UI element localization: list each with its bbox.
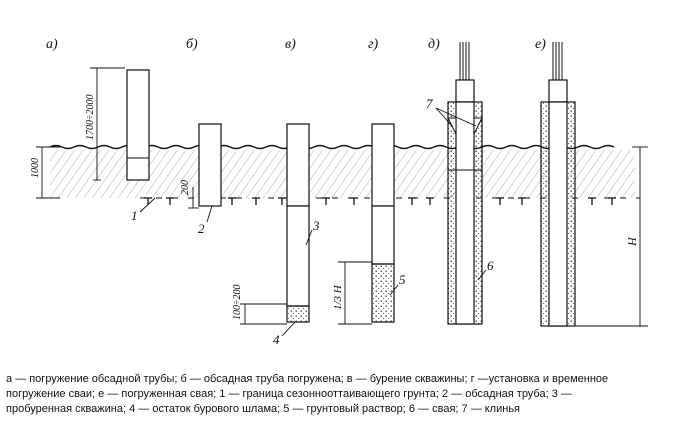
callout-2: 2: [198, 221, 205, 236]
dim-label-h: H: [625, 236, 639, 247]
callout-7: 7: [426, 96, 433, 111]
caption-line-2: погружение сваи; е — погруженная свая; 1…: [6, 388, 572, 400]
wedge-right: [473, 117, 483, 135]
panel-label-b: б): [186, 37, 198, 52]
panel-label-d: г): [368, 37, 378, 52]
callout-5: 5: [399, 272, 406, 287]
panel-f-installed-pile: [540, 42, 576, 327]
panel-label-e: д): [428, 37, 440, 52]
panel-label-f: е): [535, 37, 546, 52]
panel-a-casing-pipe: [126, 69, 150, 181]
callout-leaders: [139, 107, 487, 337]
dim-label-1000: 1000: [30, 158, 41, 178]
soil-mortar-fill: [371, 263, 395, 323]
dim-label-200: 200: [180, 180, 191, 195]
callout-4: 4: [273, 332, 280, 347]
caption-line-1: а — погружение обсадной трубы; б — обсад…: [6, 373, 609, 385]
pile-installation-diagram: а) б) в) г) д) е) 1700÷2000 1000 200 100…: [30, 37, 648, 347]
drill-cuttings-residue: [286, 305, 310, 323]
caption-line-3: пробуренная скважина; 4 — остаток бурово…: [6, 403, 521, 415]
dim-label-1700: 1700÷2000: [85, 95, 96, 141]
callout-1: 1: [131, 208, 138, 223]
panel-label-a: а): [46, 37, 58, 52]
panel-c-borehole: [286, 123, 310, 323]
panel-d-pile-installation: [371, 123, 395, 323]
panel-e-pile-with-wedges: [447, 42, 483, 325]
callout-3: 3: [312, 218, 320, 233]
figure-caption: а — погружение обсадной трубы; б — обсад…: [6, 372, 668, 417]
panel-label-c: в): [285, 37, 296, 52]
dim-label-100: 100÷200: [232, 285, 243, 321]
panel-b-casing-pipe: [198, 123, 222, 207]
dim-label-third: 1/3 H: [332, 284, 344, 310]
callout-6: 6: [487, 258, 494, 273]
dimension-lines: [36, 67, 648, 327]
